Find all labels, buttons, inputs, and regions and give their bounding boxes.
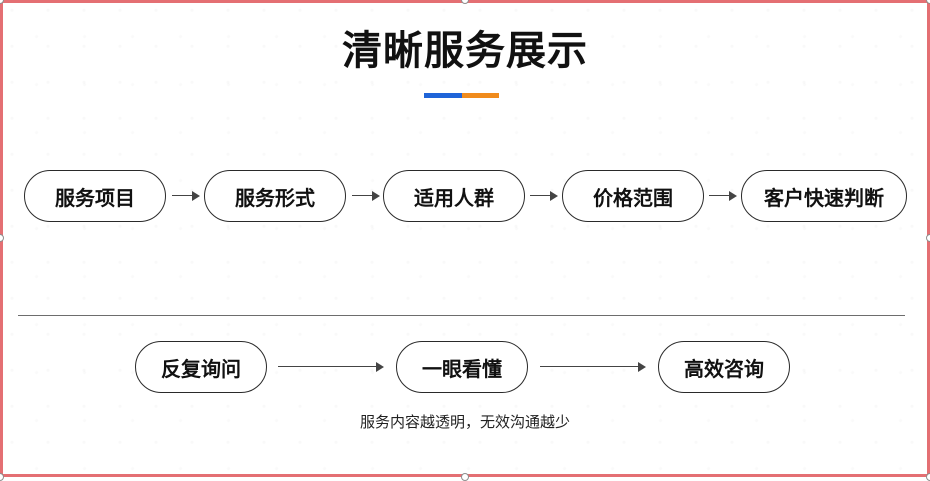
resize-handle-bottom-right[interactable] (926, 473, 930, 481)
diagram-title: 清晰服务展示 (342, 28, 588, 74)
top-flow-arrow-4 (709, 191, 737, 201)
title-accent-orange (462, 93, 499, 98)
bottom-flow-step-repeated-inquiry: 反复询问 (135, 341, 267, 393)
top-flow-step-service-format: 服务形式 (204, 170, 346, 222)
top-flow-step-customer-quick-judgment: 客户快速判断 (741, 170, 907, 222)
top-flow-step-service-items: 服务项目 (24, 170, 166, 222)
top-flow-step-price-range: 价格范围 (562, 170, 704, 222)
top-flow-arrow-2 (352, 191, 380, 201)
bottom-flow-step-clear-at-a-glance: 一眼看懂 (396, 341, 528, 393)
resize-handle-bottom-left[interactable] (0, 473, 4, 481)
top-flow-arrow-3 (530, 191, 558, 201)
summary-caption: 服务内容越透明，无效沟通越少 (359, 413, 570, 431)
resize-handle-bottom-center[interactable] (461, 473, 469, 481)
title-accent-blue (424, 93, 462, 98)
bottom-flow-arrow-2 (540, 362, 646, 372)
bottom-flow-arrow-1 (278, 362, 384, 372)
top-flow-arrow-1 (172, 191, 200, 201)
bottom-flow-step-efficient-consultation: 高效咨询 (658, 341, 790, 393)
top-flow-step-target-audience: 适用人群 (383, 170, 525, 222)
section-divider (18, 315, 905, 316)
resize-handle-middle-right[interactable] (926, 234, 930, 242)
resize-handle-top-right[interactable] (926, 0, 930, 4)
